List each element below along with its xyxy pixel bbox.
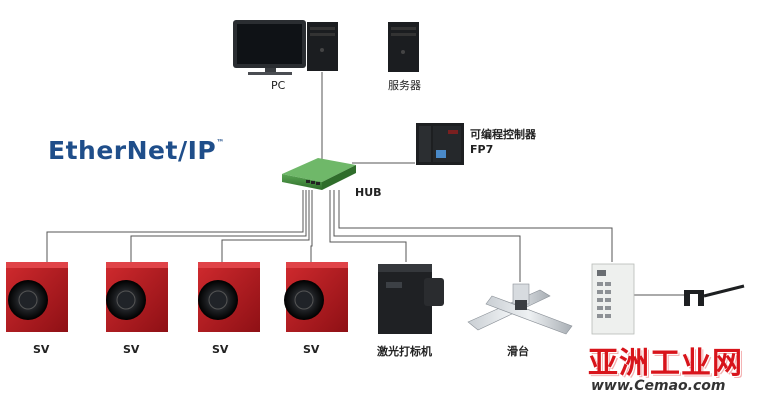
watermark-url: www.Cemao.com (591, 378, 726, 394)
sv-label-4: SV (303, 343, 320, 356)
slide-table-icon (467, 283, 573, 335)
sv-label-2: SV (123, 343, 140, 356)
sv-label-1: SV (33, 343, 50, 356)
io-module-icon (591, 263, 635, 335)
sv-camera-2 (106, 262, 168, 332)
server-label: 服务器 (388, 79, 421, 92)
hub-icon (282, 158, 356, 190)
slide-label: 滑台 (507, 345, 529, 358)
server-icon (388, 22, 419, 72)
logo-tm: ™ (216, 138, 225, 147)
laser-label: 激光打标机 (377, 345, 432, 358)
pc-icon (233, 20, 338, 75)
sv-label-3: SV (212, 343, 229, 356)
watermark-logo: 亚洲工业网 (588, 346, 743, 381)
pc-label: PC (271, 79, 286, 92)
ethernet-ip-logo: EtherNet/IP™ (48, 136, 225, 165)
connection-lines (46, 72, 690, 296)
plc-icon (416, 123, 464, 165)
laser-marker-icon (378, 264, 444, 334)
plc-label: 可编程控制器 (470, 128, 536, 141)
sv-camera-1 (6, 262, 68, 332)
hub-label: HUB (355, 186, 382, 199)
photo-sensor-icon (684, 284, 745, 306)
logo-text: EtherNet/IP (48, 136, 217, 165)
sv-camera-3 (198, 262, 260, 332)
sv-camera-4 (284, 262, 348, 332)
plc-model-label: FP7 (470, 143, 494, 156)
